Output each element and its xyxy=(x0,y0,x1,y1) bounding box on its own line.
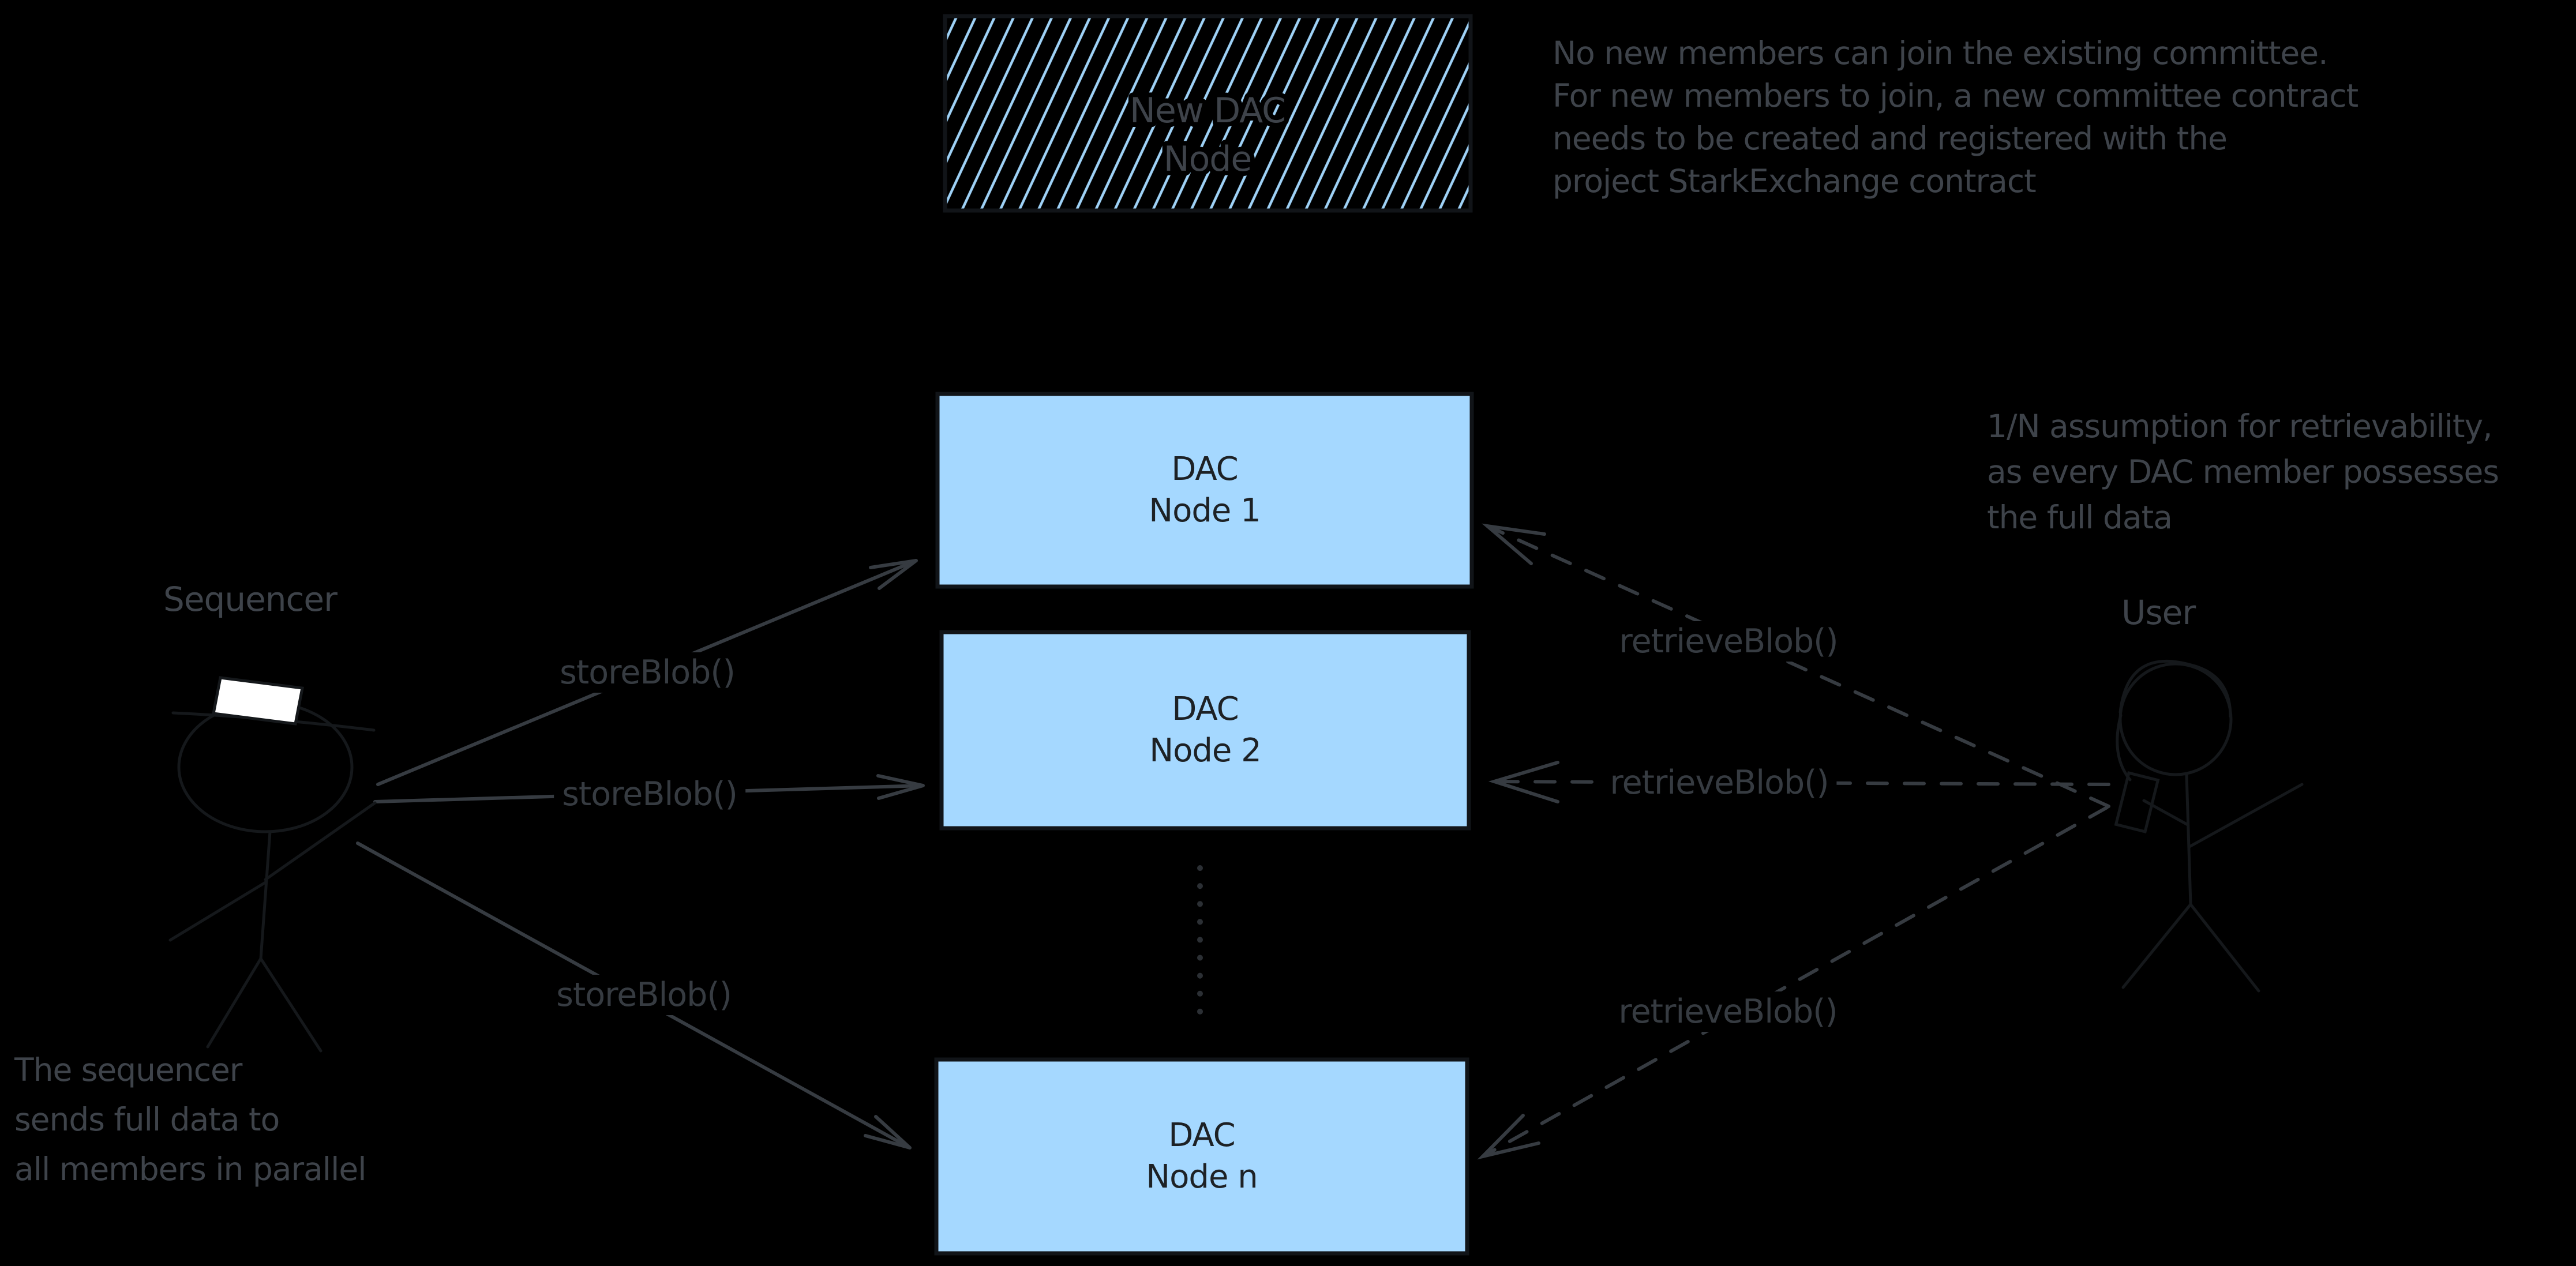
dac-node-2-label-line2: Node 2 xyxy=(1149,732,1262,769)
sequencer-parallel-note-line3: all members in parallel xyxy=(14,1151,366,1188)
sequencer-parallel-note-line2: sends full data to xyxy=(14,1101,280,1138)
committee-note-line2: For new members to join, a new committee… xyxy=(1553,77,2358,114)
retrieveblob-label-3: retrieveBlob() xyxy=(1610,991,1846,1032)
user-label: User xyxy=(2121,593,2196,632)
retrievability-note-line2: as every DAC member possesses xyxy=(1987,453,2499,490)
committee-note-line4: project StarkExchange contract xyxy=(1553,163,2037,200)
sequencer-label: Sequencer xyxy=(163,580,338,619)
sequencer-parallel-note: The sequencer sends full data to all mem… xyxy=(14,1045,366,1194)
storeblob-label-2: storeBlob() xyxy=(554,774,745,814)
retrieveblob-label-1: retrieveBlob() xyxy=(1611,621,1846,662)
retrievability-note-line1: 1/N assumption for retrievability, xyxy=(1987,408,2493,445)
dac-node-2-label: DAC Node 2 xyxy=(942,632,1469,828)
new-dac-node-label-line2: Node xyxy=(1164,139,1252,179)
storeblob-label-1: storeBlob() xyxy=(552,652,743,693)
dac-node-n-label: DAC Node n xyxy=(936,1060,1467,1253)
committee-note: No new members can join the existing com… xyxy=(1553,32,2358,202)
dac-node-2-box xyxy=(939,630,1471,831)
sequencer-parallel-note-line1: The sequencer xyxy=(14,1051,242,1088)
sequencer-figure-icon xyxy=(168,676,377,1053)
dac-node-n-box xyxy=(934,1057,1469,1256)
dac-node-1-label: DAC Node 1 xyxy=(938,394,1472,587)
retrieveblob-arrow-node1 xyxy=(1482,523,2110,808)
dac-node-2-label-line1: DAC xyxy=(1172,690,1239,728)
storeblob-label-3: storeBlob() xyxy=(548,975,740,1015)
retrievability-note: 1/N assumption for retrievability, as ev… xyxy=(1987,404,2499,540)
committee-note-line3: needs to be created and registered with … xyxy=(1553,120,2228,157)
user-figure-icon xyxy=(2114,659,2304,993)
retrievability-note-line3: the full data xyxy=(1987,499,2173,536)
dac-node-n-label-line1: DAC xyxy=(1168,1117,1236,1155)
retrieveblob-label-2: retrieveBlob() xyxy=(1602,762,1837,803)
dac-node-1-label-line2: Node 1 xyxy=(1149,492,1261,529)
dac-node-1-box xyxy=(935,392,1474,589)
new-dac-node-label-line1: New DAC xyxy=(1130,91,1285,131)
dac-node-1-label-line1: DAC xyxy=(1171,450,1239,489)
new-dac-node-box xyxy=(943,14,1473,213)
committee-note-line1: No new members can join the existing com… xyxy=(1553,35,2328,72)
retrieveblob-arrow-noden xyxy=(1477,806,2109,1160)
dac-node-n-label-line2: Node n xyxy=(1146,1158,1258,1196)
sequencer-hat-icon xyxy=(212,676,304,726)
